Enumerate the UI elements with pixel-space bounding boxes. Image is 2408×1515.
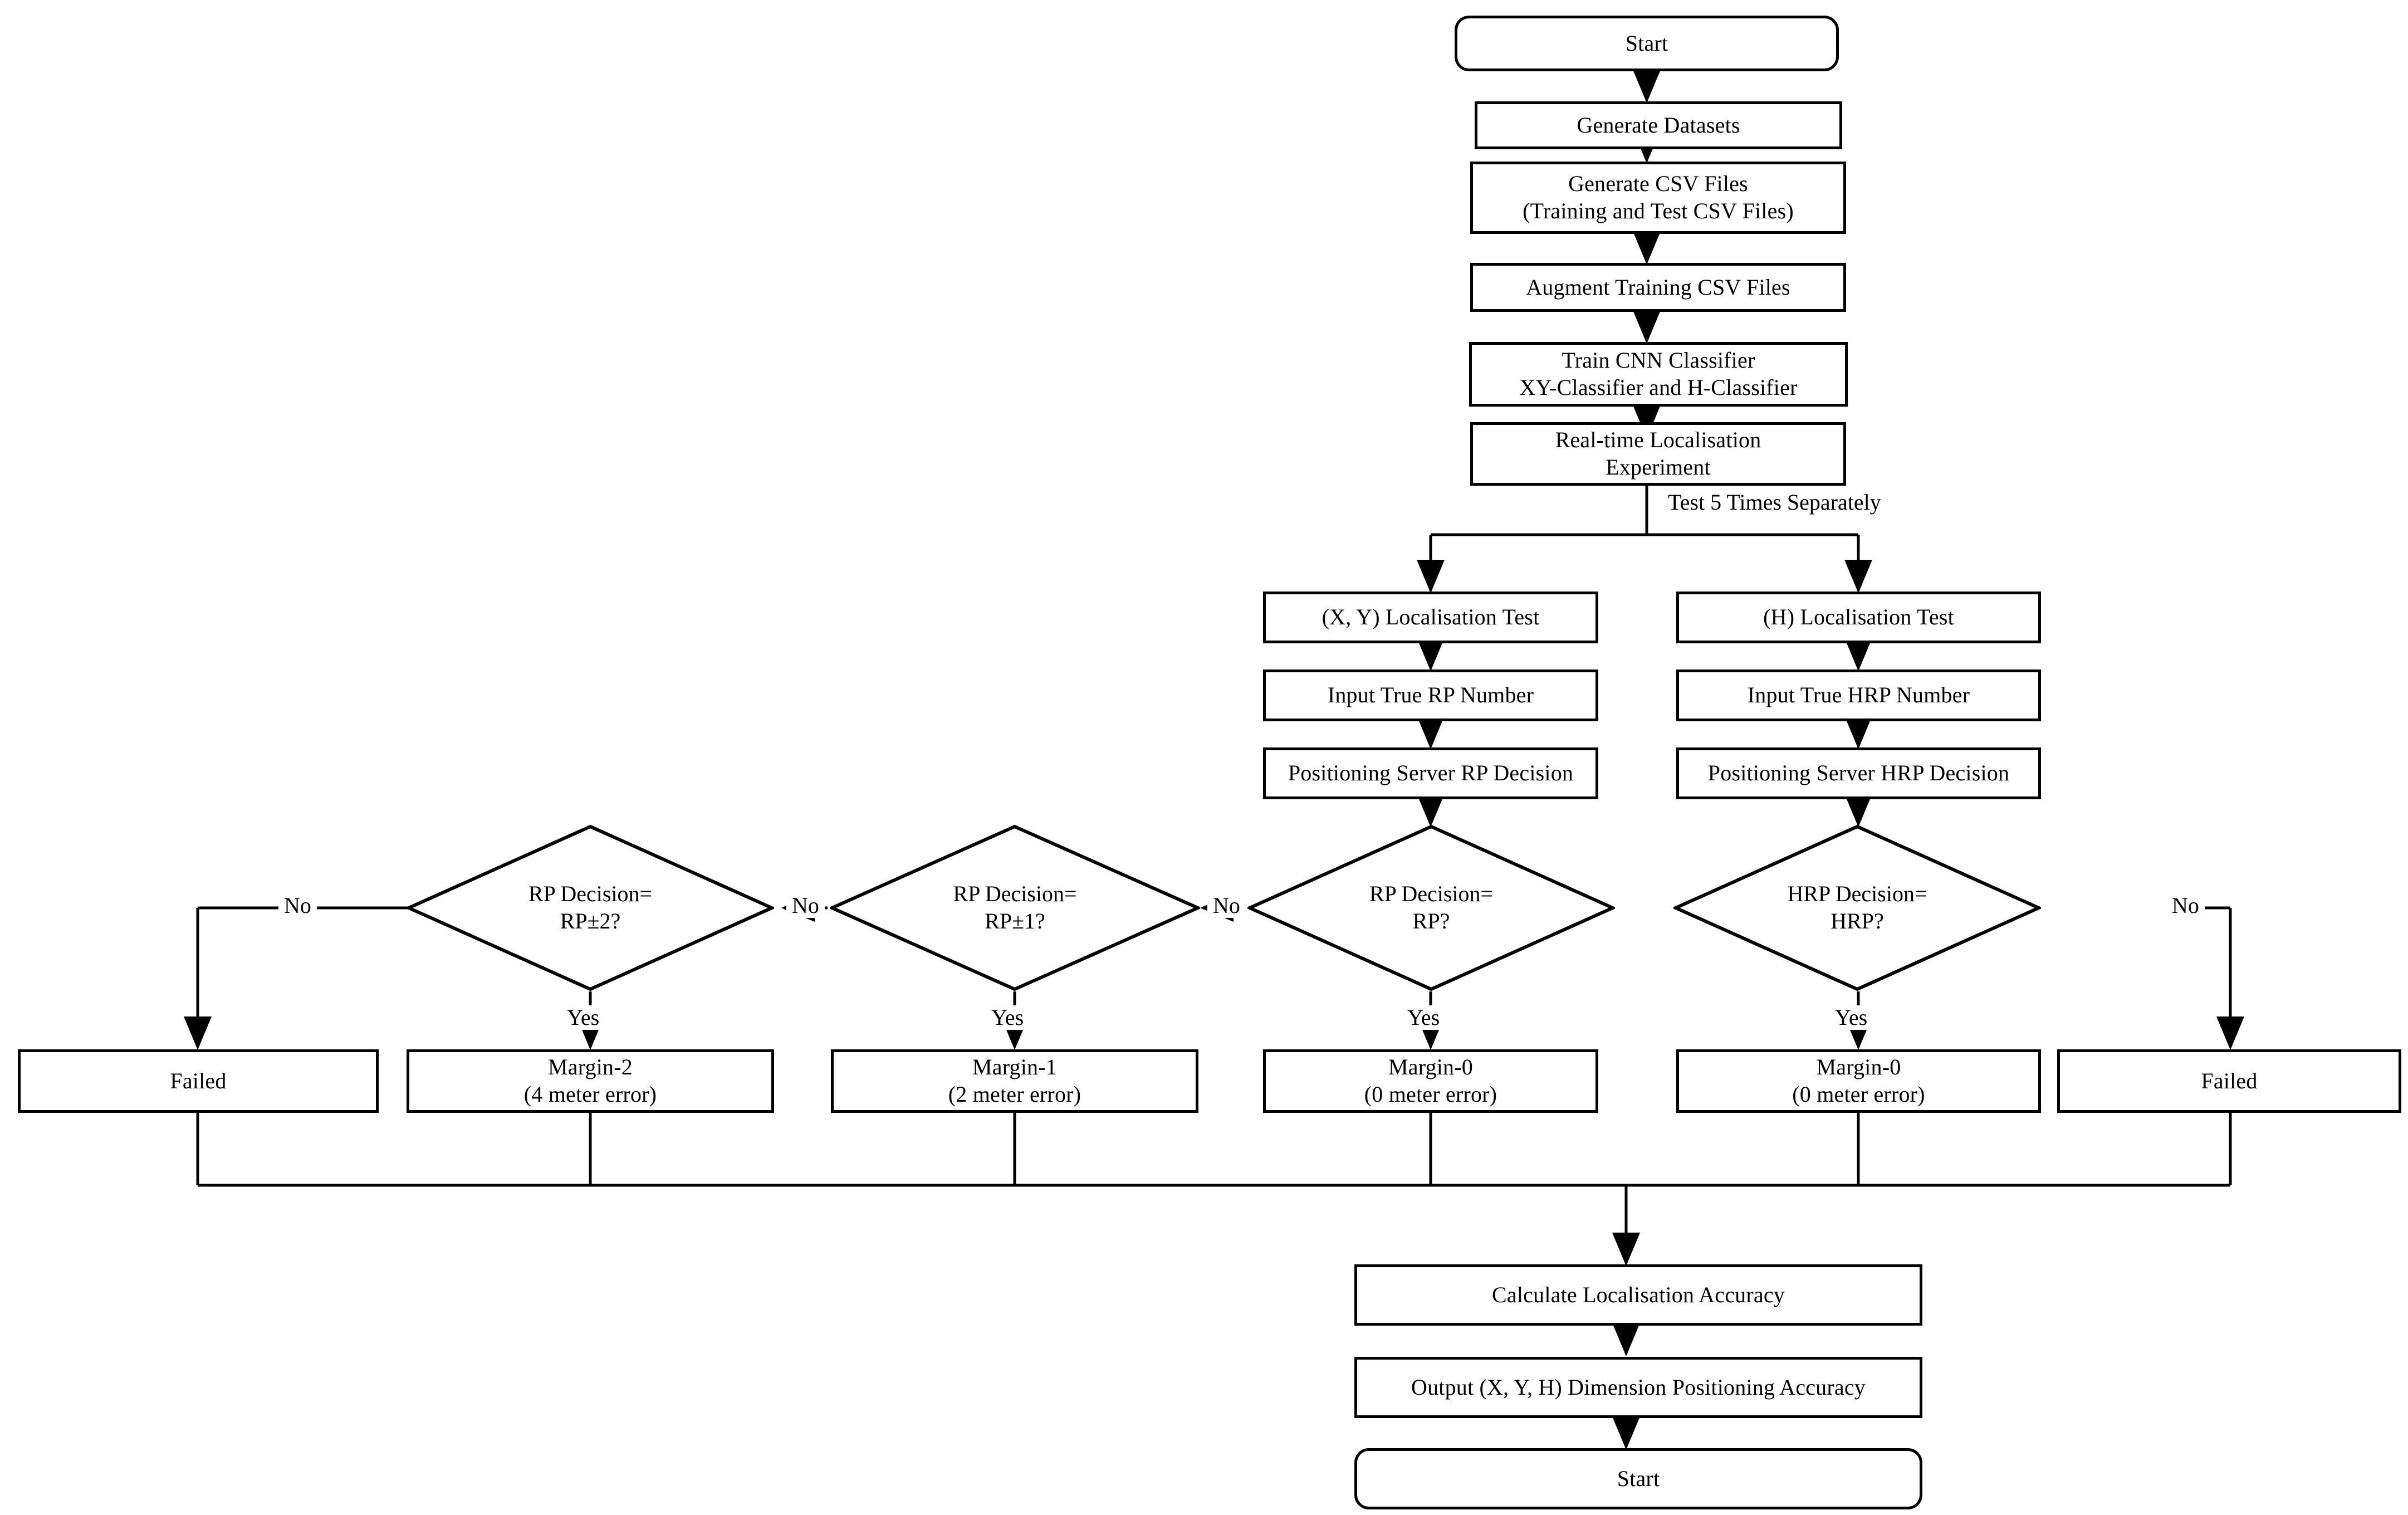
node-failed-right[interactable]: Failed bbox=[2057, 1049, 2401, 1113]
node-label: Augment Training CSV Files bbox=[1526, 274, 1790, 300]
node-margin-0-xy[interactable]: Margin-0 (0 meter error) bbox=[1263, 1049, 1598, 1113]
node-augment-training-csv[interactable]: Augment Training CSV Files bbox=[1470, 263, 1846, 312]
node-margin-1[interactable]: Margin-1 (2 meter error) bbox=[831, 1049, 1198, 1113]
node-margin-0-h[interactable]: Margin-0 (0 meter error) bbox=[1676, 1049, 2041, 1113]
node-positioning-server-hrp-decision[interactable]: Positioning Server HRP Decision bbox=[1676, 747, 2041, 799]
edge-label-yes-rp-pm1: Yes bbox=[986, 1005, 1030, 1030]
edge-label-no-from-hrp: No bbox=[2166, 893, 2205, 918]
decision-rp-plus-minus-1[interactable]: RP Decision= RP±1? bbox=[830, 824, 1200, 991]
decision-hrp[interactable]: HRP Decision= HRP? bbox=[1673, 824, 2041, 991]
decision-label: RP Decision= RP? bbox=[1369, 881, 1494, 934]
node-label: Failed bbox=[2201, 1068, 2258, 1093]
node-train-cnn-classifier[interactable]: Train CNN Classifier XY-Classifier and H… bbox=[1469, 342, 1848, 407]
node-label: Real-time Localisation Experiment bbox=[1555, 427, 1761, 480]
node-label: Start bbox=[1625, 30, 1668, 56]
node-margin-2[interactable]: Margin-2 (4 meter error) bbox=[407, 1049, 774, 1113]
diamond-shape bbox=[1247, 824, 1615, 991]
node-h-localisation-test[interactable]: (H) Localisation Test bbox=[1676, 592, 2041, 643]
node-label: Margin-0 (0 meter error) bbox=[1364, 1054, 1497, 1107]
node-label: Failed bbox=[170, 1068, 227, 1093]
node-xy-localisation-test[interactable]: (X, Y) Localisation Test bbox=[1263, 592, 1598, 643]
node-label: Margin-0 (0 meter error) bbox=[1792, 1054, 1925, 1107]
node-label: Output (X, Y, H) Dimension Positioning A… bbox=[1411, 1374, 1866, 1400]
diamond-shape bbox=[830, 824, 1200, 991]
decision-rp[interactable]: RP Decision= RP? bbox=[1247, 824, 1615, 991]
edge-label-yes-hrp: Yes bbox=[1829, 1005, 1873, 1030]
decision-label: HRP Decision= HRP? bbox=[1787, 881, 1927, 934]
node-output-accuracy[interactable]: Output (X, Y, H) Dimension Positioning A… bbox=[1354, 1357, 1922, 1418]
node-label: Positioning Server RP Decision bbox=[1288, 760, 1574, 786]
edge-label-no-from-rp-pm2: No bbox=[278, 893, 317, 918]
node-calculate-localisation-accuracy[interactable]: Calculate Localisation Accuracy bbox=[1354, 1264, 1922, 1326]
node-label: Input True RP Number bbox=[1327, 682, 1534, 708]
node-label: Margin-2 (4 meter error) bbox=[523, 1054, 657, 1107]
edge-label-no-from-rp-pm1: No bbox=[786, 893, 825, 918]
node-start-top[interactable]: Start bbox=[1455, 16, 1839, 71]
node-input-true-hrp-number[interactable]: Input True HRP Number bbox=[1676, 669, 2041, 721]
node-positioning-server-rp-decision[interactable]: Positioning Server RP Decision bbox=[1263, 747, 1598, 799]
node-label: Calculate Localisation Accuracy bbox=[1492, 1282, 1785, 1307]
node-start-bottom[interactable]: Start bbox=[1354, 1448, 1922, 1509]
edge-label-test-five-times: Test 5 Times Separately bbox=[1662, 490, 1887, 515]
node-label: (X, Y) Localisation Test bbox=[1322, 604, 1540, 630]
node-label: Generate CSV Files (Training and Test CS… bbox=[1523, 171, 1794, 223]
diamond-shape bbox=[407, 824, 774, 991]
edge-label-no-from-rp: No bbox=[1207, 893, 1246, 918]
node-label: Input True HRP Number bbox=[1747, 682, 1970, 708]
node-label: Margin-1 (2 meter error) bbox=[948, 1054, 1081, 1107]
decision-rp-plus-minus-2[interactable]: RP Decision= RP±2? bbox=[407, 824, 774, 991]
edge-label-yes-rp: Yes bbox=[1402, 1005, 1446, 1030]
diamond-shape bbox=[1673, 824, 2041, 991]
node-generate-datasets[interactable]: Generate Datasets bbox=[1475, 101, 1842, 149]
node-generate-csv-files[interactable]: Generate CSV Files (Training and Test CS… bbox=[1470, 162, 1846, 234]
edge-label-yes-rp-pm2: Yes bbox=[561, 1005, 605, 1030]
node-label: Positioning Server HRP Decision bbox=[1707, 760, 2010, 786]
node-label: Generate Datasets bbox=[1577, 112, 1740, 138]
node-label: (H) Localisation Test bbox=[1763, 604, 1954, 630]
node-realtime-localisation-experiment[interactable]: Real-time Localisation Experiment bbox=[1470, 422, 1846, 486]
decision-label: RP Decision= RP±2? bbox=[528, 881, 653, 934]
node-label: Train CNN Classifier XY-Classifier and H… bbox=[1519, 348, 1798, 400]
decision-label: RP Decision= RP±1? bbox=[953, 881, 1077, 934]
node-label: Start bbox=[1617, 1465, 1660, 1491]
node-failed-left[interactable]: Failed bbox=[18, 1049, 379, 1113]
node-input-true-rp-number[interactable]: Input True RP Number bbox=[1263, 669, 1598, 721]
